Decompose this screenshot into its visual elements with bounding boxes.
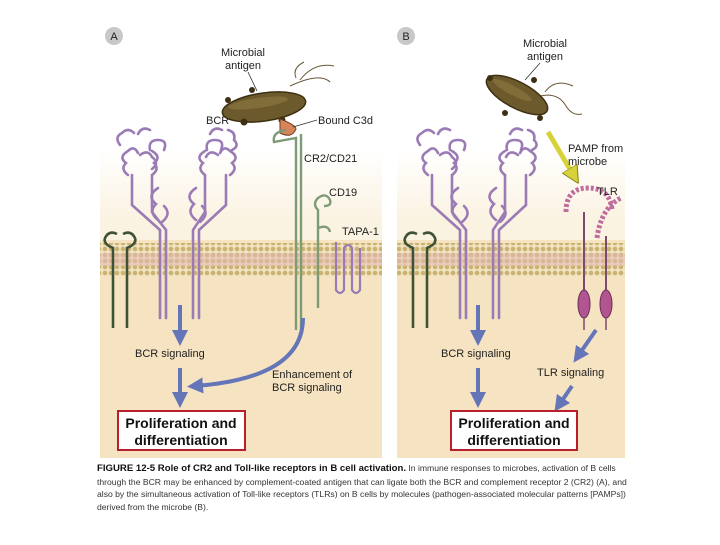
cd19-receptor — [313, 194, 332, 308]
tlr-signaling-label: TLR signaling — [537, 367, 604, 379]
microbial-antigen-label-b-line2: antigen — [527, 51, 563, 63]
panel-a-letter: A — [110, 31, 118, 43]
outcome-line1-b: Proliferation and — [458, 415, 569, 431]
outcome-box-a — [117, 410, 246, 451]
ig-alpha-beta-b — [403, 231, 437, 328]
outcome-line2-a: differentiation — [134, 432, 227, 448]
pamp-arrow — [545, 130, 574, 176]
panel-b-badge — [397, 27, 415, 45]
microbe-a — [221, 61, 335, 136]
caption-body: In immune responses to microbes, activat… — [97, 463, 627, 512]
microbe-b — [485, 74, 583, 121]
pamp-label-line1: PAMP from — [568, 143, 623, 155]
outcome-line2-b: differentiation — [467, 432, 560, 448]
ig-alpha-beta-a — [103, 231, 137, 328]
tapa1-label: TAPA-1 — [342, 226, 379, 238]
tlr-receptor — [563, 185, 623, 330]
bound-c3d-label: Bound C3d — [318, 115, 373, 127]
caption-title: FIGURE 12-5 Role of CR2 and Toll-like re… — [97, 463, 407, 474]
microbial-antigen-label-a-line2: antigen — [225, 60, 261, 72]
bcr-label-a: BCR — [206, 115, 229, 127]
microbial-antigen-label-a-line1: Microbial — [221, 47, 265, 59]
tlr-to-outcome-arrow — [554, 384, 574, 412]
panel-a: A BCR — [100, 27, 382, 458]
panel-b-letter: B — [402, 31, 409, 43]
cr2-label: CR2/CD21 — [304, 153, 357, 165]
microbial-antigen-label-b-line1: Microbial — [523, 38, 567, 50]
panel-a-badge — [105, 27, 123, 45]
bcr-signaling-label-b: BCR signaling — [441, 348, 511, 360]
pamp-label-line2: microbe — [568, 156, 607, 168]
panel-b: B Micr — [397, 27, 625, 458]
bcr-receptor-a — [116, 127, 238, 320]
outcome-box-b — [450, 410, 578, 451]
bcr-receptor-b — [416, 127, 538, 320]
cr2-receptor — [272, 128, 303, 330]
enhancement-arrow — [187, 317, 305, 394]
enhancement-label-line2: BCR signaling — [272, 382, 342, 394]
tlr-label: TLR — [597, 186, 618, 198]
enhancement-label-line1: Enhancement of — [272, 369, 353, 381]
tapa1-protein — [334, 242, 362, 295]
figure-caption: FIGURE 12-5 Role of CR2 and Toll-like re… — [97, 462, 642, 513]
outcome-line1-a: Proliferation and — [125, 415, 236, 431]
tlr-signal-arrow — [573, 328, 598, 363]
bcr-signaling-label-a: BCR signaling — [135, 348, 205, 360]
cd19-label: CD19 — [329, 187, 357, 199]
